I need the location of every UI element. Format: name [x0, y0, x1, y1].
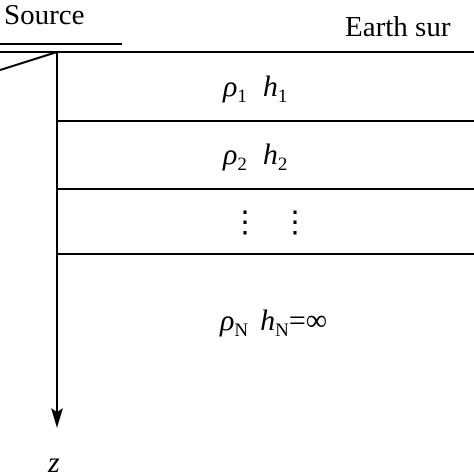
- layer-n-h-value: =∞: [289, 304, 327, 337]
- layer-2-h-sub: 2: [278, 154, 288, 175]
- layer-n-rho: ρ: [219, 304, 234, 337]
- layer-1-h-sub: 1: [278, 86, 288, 107]
- layer-n-rho-sub: N: [234, 320, 248, 341]
- layer-2-rho: ρ: [222, 138, 237, 171]
- layer-n-h-sub: N: [275, 320, 289, 341]
- layer-2-rho-sub: 2: [237, 154, 247, 175]
- layer-2-h: h: [263, 138, 278, 171]
- layer-1-rho-sub: 1: [237, 86, 247, 107]
- source-wedge-line: [0, 51, 58, 71]
- layer-1-rho: ρ: [222, 70, 237, 103]
- rho-ellipsis: ⋮: [230, 206, 260, 239]
- layer-n-h: h: [260, 304, 275, 337]
- h-ellipsis: ⋮: [280, 206, 310, 239]
- layer-1-h: h: [263, 70, 278, 103]
- z-axis-arrowhead: [51, 408, 63, 428]
- z-axis-label: z: [47, 446, 60, 474]
- earth-surface-label: Earth sur: [345, 11, 451, 43]
- source-label: Source: [4, 0, 85, 31]
